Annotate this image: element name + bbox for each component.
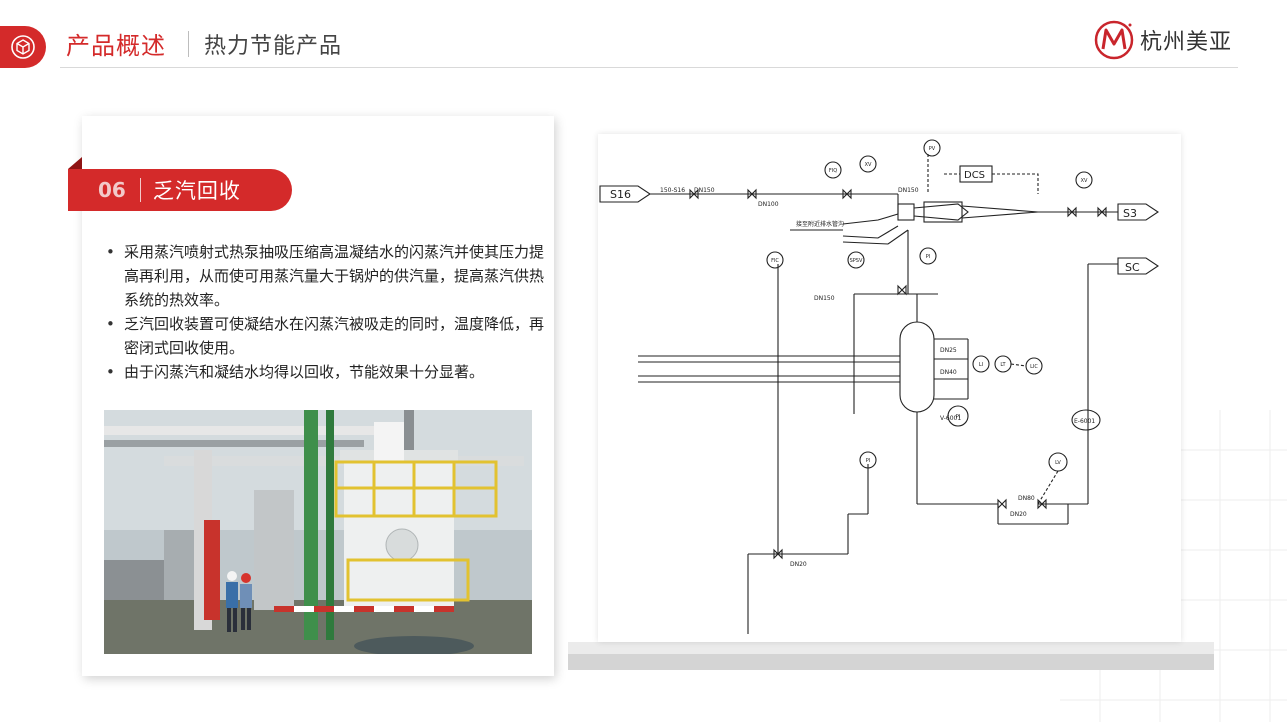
company-logo: 杭州美亚 xyxy=(1092,18,1232,62)
bullet-list: 采用蒸汽喷射式热泵抽吸压缩高温凝结水的闪蒸汽并使其压力提高再利用，从而使可用蒸汽… xyxy=(104,240,544,384)
outlet-sc-label: SC xyxy=(1125,261,1140,274)
instrument-tag: PI xyxy=(926,254,931,260)
outlet-s3-label: S3 xyxy=(1123,207,1137,220)
line-number: DN80 xyxy=(1018,495,1035,502)
instrument-tag: PI xyxy=(866,458,871,464)
line-number: DN150 xyxy=(898,187,919,194)
line-number: DN20 xyxy=(790,561,807,568)
line-number: DN40 xyxy=(940,369,957,376)
process-flow-diagram: S16 S3 SC DCS 接至附近排水管沟 V-6001 E-6001 150… xyxy=(598,134,1181,642)
slide-header: 产品概述 热力节能产品 杭州美亚 xyxy=(0,0,1287,70)
logo-text: 杭州美亚 xyxy=(1140,30,1233,55)
equipment-photo xyxy=(104,410,532,654)
dcs-label: DCS xyxy=(964,170,985,181)
header-divider xyxy=(188,31,189,57)
section-number: 06 xyxy=(98,178,126,202)
line-number: 150-S16 xyxy=(660,187,685,194)
ribbon-fold xyxy=(68,157,82,169)
instrument-tag: PV xyxy=(929,146,936,152)
instrument-tag: LV xyxy=(1055,460,1061,466)
instrument-tag: XV xyxy=(1081,178,1088,184)
instrument-tag: LIC xyxy=(1030,364,1038,370)
line-number: DN150 xyxy=(694,187,715,194)
instrument-tag: LT xyxy=(1000,362,1006,368)
bullet-item: 采用蒸汽喷射式热泵抽吸压缩高温凝结水的闪蒸汽并使其压力提高再利用，从而使可用蒸汽… xyxy=(104,240,544,312)
line-number: DN150 xyxy=(814,295,835,302)
ribbon-divider xyxy=(139,178,141,202)
line-number: DN20 xyxy=(1010,511,1027,518)
line-number: DN100 xyxy=(758,201,779,208)
bullet-item: 乏汽回收装置可使凝结水在闪蒸汽被吸走的同时，温度降低，再密闭式回收使用。 xyxy=(104,312,544,360)
instrument-tag: LI xyxy=(979,362,983,368)
diagram-shadow xyxy=(568,642,1214,656)
section-ribbon: 06 乏汽回收 xyxy=(68,169,292,211)
header-rule xyxy=(60,67,1238,68)
diagram-stand xyxy=(568,654,1214,670)
instrument-tag: FIQ xyxy=(829,168,837,174)
page-subtitle: 热力节能产品 xyxy=(204,34,343,59)
line-number: DN25 xyxy=(940,347,957,354)
instrument-tag: PI xyxy=(956,414,961,420)
instrument-tag: XV xyxy=(865,162,872,168)
exchanger-label: E-6001 xyxy=(1074,418,1095,425)
drain-note: 接至附近排水管沟 xyxy=(796,220,844,228)
section-title: 乏汽回收 xyxy=(152,179,241,203)
instrument-tag: FIC xyxy=(771,258,779,264)
logo-mark-icon xyxy=(1094,20,1134,60)
instrument-tag: SPSV xyxy=(850,258,863,264)
cube-icon xyxy=(0,26,46,68)
page-title: 产品概述 xyxy=(66,32,166,60)
bullet-item: 由于闪蒸汽和凝结水均得以回收，节能效果十分显著。 xyxy=(104,360,544,384)
vessel-label: V-6001 xyxy=(940,415,961,422)
inlet-label: S16 xyxy=(610,188,631,201)
